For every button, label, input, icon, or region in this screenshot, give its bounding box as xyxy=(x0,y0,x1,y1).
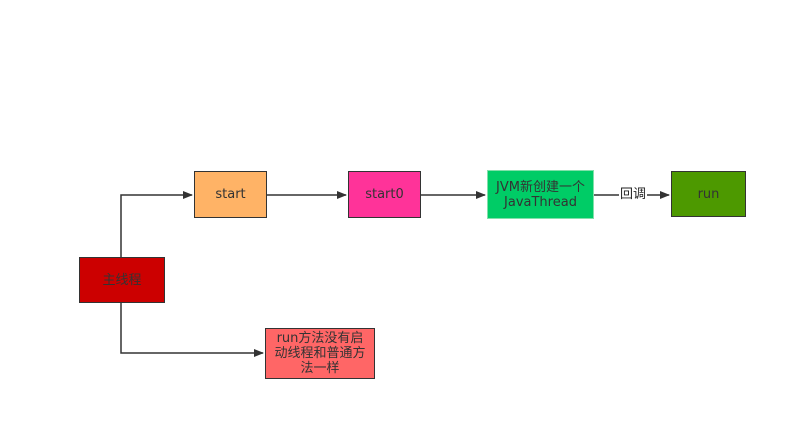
node-run-method: run方法没有启动线程和普通方法一样 xyxy=(265,328,375,379)
node-start-label: start xyxy=(215,187,246,202)
node-main-thread: 主线程 xyxy=(79,257,165,303)
node-start0: start0 xyxy=(348,171,421,218)
node-jvm-create-label: JVM新创建一个JavaThread xyxy=(496,179,585,210)
edge-label-callback: 回调 xyxy=(619,187,648,202)
node-start0-label: start0 xyxy=(365,187,404,202)
edge-main-to-start xyxy=(120,191,193,257)
node-run-method-label: run方法没有启动线程和普通方法一样 xyxy=(274,331,366,376)
node-run: run xyxy=(671,171,746,217)
node-run-label: run xyxy=(697,186,720,202)
node-main-thread-label: 主线程 xyxy=(102,272,142,288)
node-start: start xyxy=(194,171,267,218)
edge-main-to-run-method xyxy=(120,303,264,357)
node-jvm-create: JVM新创建一个JavaThread xyxy=(487,170,594,219)
